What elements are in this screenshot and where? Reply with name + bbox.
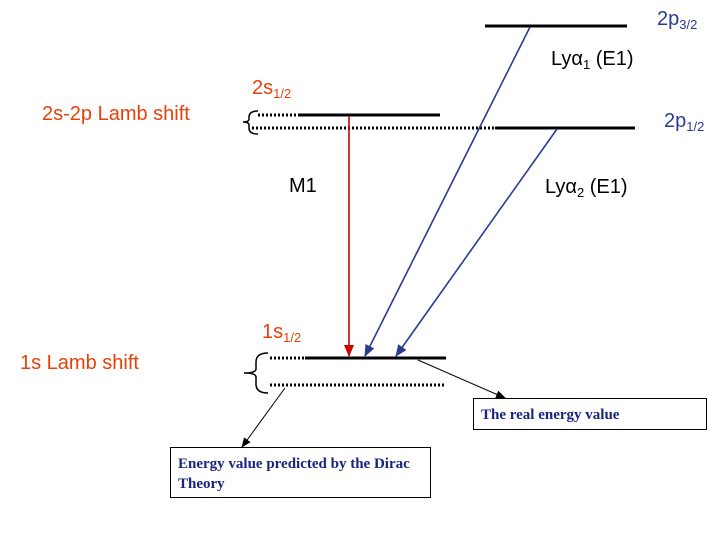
label-1s12-main: 1s (262, 321, 284, 343)
label-lamb-1s: 1s Lamb shift (20, 352, 139, 374)
label-lya1-pre: Ly (551, 48, 572, 70)
label-2p12-main: 2p (664, 110, 687, 132)
label-lya1-sub: 1 (582, 57, 591, 72)
label-2p32: 2p3/2 (657, 8, 698, 32)
label-lya2: Lyα2 (E1) (545, 176, 628, 200)
label-lamb-2s-2p: 2s-2p Lamb shift (42, 103, 190, 125)
label-lya1-post: (E1) (590, 48, 634, 70)
label-2s12: 2s1/2 (252, 77, 292, 101)
label-lya2-greek: α (565, 176, 577, 198)
label-1s12-sub: 1/2 (283, 330, 302, 345)
label-2p12-sub: 1/2 (686, 119, 705, 134)
label-m1: M1 (289, 175, 317, 197)
label-lya2-pre: Ly (545, 176, 566, 198)
label-2s12-main: 2s (252, 77, 274, 99)
label-lya2-post: (E1) (584, 176, 628, 198)
lamb-1s-brace (243, 352, 269, 394)
transition-lya2-arrow (395, 128, 558, 357)
label-2s12-sub: 1/2 (273, 86, 292, 101)
lamb-2s-2p-brace (242, 110, 259, 135)
label-2p12: 2p1/2 (664, 110, 705, 134)
note-dirac-theory: Energy value predicted by the Dirac Theo… (170, 447, 431, 498)
note-real-energy: The real energy value (473, 398, 707, 430)
label-lya2-sub: 2 (576, 185, 585, 200)
transition-lya1-arrow (364, 26, 531, 357)
label-2p32-main: 2p (657, 8, 680, 30)
label-lya1: Lyα1 (E1) (551, 48, 634, 72)
label-lya1-greek: α (571, 48, 583, 70)
label-2p32-sub: 3/2 (679, 17, 698, 32)
label-1s12: 1s1/2 (262, 321, 302, 345)
pointer-dirac-arrow (241, 387, 286, 448)
pointer-real-energy-arrow (417, 359, 506, 399)
